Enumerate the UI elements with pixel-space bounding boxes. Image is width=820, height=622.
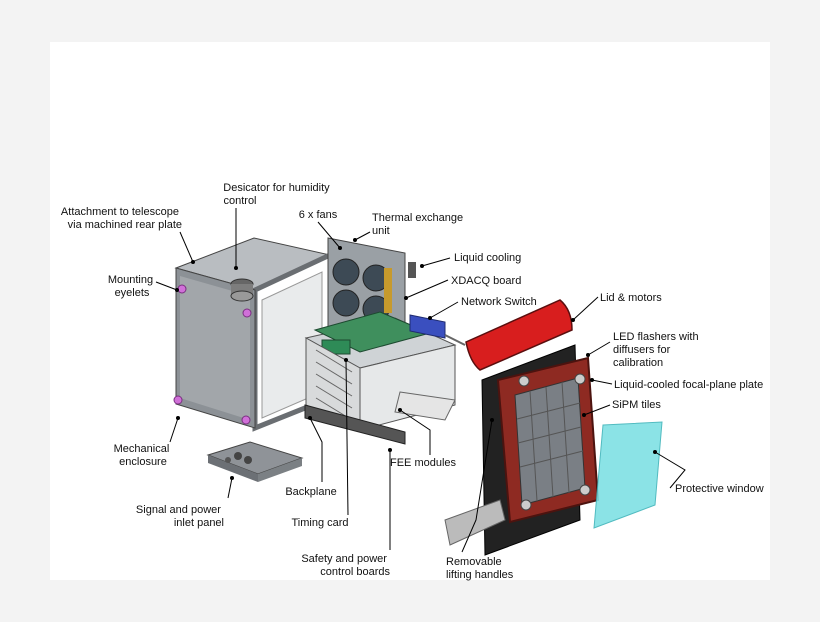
- protective-window-drawing: [593, 421, 663, 529]
- label-lid-motors: Lid & motors: [600, 292, 662, 304]
- focal-plane-assembly-drawing: [444, 344, 600, 556]
- label-mounting-eyelets: Mounting eyelets: [108, 274, 156, 299]
- signal-power-panel-drawing: [206, 441, 304, 482]
- label-safety-power: Safety and power control boards: [301, 553, 390, 578]
- label-focal-plane: Liquid-cooled focal-plane plate: [614, 379, 763, 391]
- label-timing-card: Timing card: [291, 517, 348, 529]
- label-lifting-handles: Removable lifting handles: [446, 556, 514, 581]
- label-mechanical-enclosure: Mechanical enclosure: [114, 443, 173, 468]
- label-thermal: Thermal exchange unit: [372, 212, 466, 237]
- label-xdacq: XDACQ board: [451, 275, 521, 287]
- label-desiccator: Desicator for humidity control: [223, 182, 332, 207]
- label-liquid-cooling: Liquid cooling: [454, 252, 521, 264]
- label-backplane: Backplane: [285, 486, 336, 498]
- label-fee-modules: FEE modules: [390, 457, 457, 469]
- label-signal-power: Signal and power inlet panel: [136, 504, 224, 529]
- label-fans: 6 x fans: [299, 209, 338, 221]
- leader-lines: [155, 208, 686, 553]
- label-sipm-tiles: SiPM tiles: [612, 399, 661, 411]
- label-protective-window: Protective window: [675, 483, 764, 495]
- diagram-panel: [50, 42, 770, 580]
- lid-drawing: [465, 299, 573, 371]
- label-led-flashers: LED flashers with diffusers for calibrat…: [613, 331, 702, 369]
- label-network-switch: Network Switch: [461, 296, 537, 308]
- labels: Desicator for humidity control Attachmen…: [61, 182, 764, 581]
- label-attachment: Attachment to telescope via machined rea…: [61, 206, 182, 231]
